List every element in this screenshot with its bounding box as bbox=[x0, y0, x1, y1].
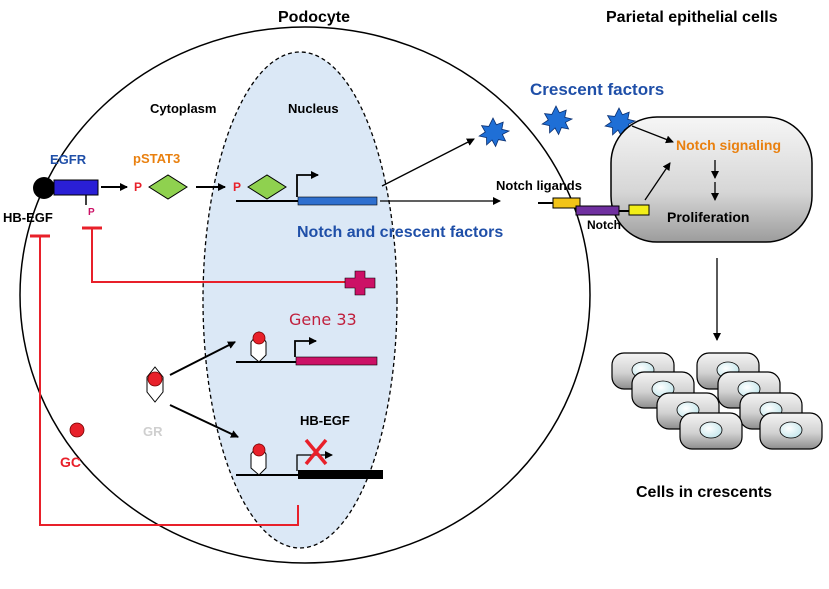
pstat3-label: pSTAT3 bbox=[133, 151, 180, 166]
cells-in-crescents-label: Cells in crescents bbox=[636, 484, 772, 501]
egfr-receptor-bar bbox=[53, 179, 99, 196]
gc-bound-gene33-icon bbox=[252, 331, 266, 345]
gc-on-gr-icon bbox=[147, 371, 163, 387]
red-x-icon bbox=[304, 438, 328, 466]
nucleus-label: Nucleus bbox=[288, 101, 339, 116]
crescent-factors-label: Crescent factors bbox=[530, 80, 664, 99]
parietal-epithelial-cell bbox=[610, 116, 813, 243]
proliferation-label: Proliferation bbox=[667, 209, 749, 225]
magenta-plus-icon bbox=[344, 270, 376, 296]
arrow-notch-to-signaling bbox=[644, 162, 671, 201]
arrow-factor-to-notch-signaling bbox=[631, 125, 674, 144]
gene33-bar bbox=[295, 356, 378, 366]
gr-label: GR bbox=[143, 424, 163, 439]
cytoplasm-label: Cytoplasm bbox=[150, 101, 216, 116]
egfr-label: EGFR bbox=[50, 152, 87, 167]
notch-label: Notch bbox=[587, 218, 621, 232]
receptor-phospho-label: P bbox=[88, 207, 95, 218]
gc-label: GC bbox=[60, 454, 81, 470]
notch-crescent-factors-label: Notch and crescent factors bbox=[297, 224, 503, 241]
starburst-icon-1 bbox=[478, 117, 511, 148]
starburst-icon-2 bbox=[541, 105, 574, 136]
crescent-cell-7 bbox=[679, 412, 743, 450]
inhibition-line-plus bbox=[91, 229, 354, 283]
notch-receptor-head bbox=[628, 204, 650, 216]
gc-bound-hbegf-icon bbox=[252, 443, 266, 457]
gene33-start-arrow bbox=[294, 337, 317, 357]
notch-gene-bar bbox=[297, 196, 378, 206]
nucleus-region bbox=[202, 51, 398, 549]
notch-receptor-bar bbox=[575, 205, 620, 216]
stat3-diamond-icon bbox=[148, 174, 188, 200]
parietal-cells-label: Parietal epithelial cells bbox=[606, 9, 778, 26]
hbegf-gene-bar bbox=[298, 470, 383, 479]
nuclear-stat3-diamond-icon bbox=[247, 174, 287, 200]
notch-ligands-label: Notch ligands bbox=[496, 178, 582, 193]
notch-signaling-label: Notch signaling bbox=[676, 137, 781, 153]
arrow-gr-to-gene33 bbox=[169, 341, 236, 376]
gene33-label: Gene 33 bbox=[289, 310, 357, 329]
crescent-cell-8 bbox=[759, 412, 823, 450]
arrow-to-crescent-factor bbox=[381, 138, 475, 187]
notch-ligand-bar bbox=[552, 197, 581, 209]
nuclear-stat3-phospho-label: P bbox=[233, 180, 241, 194]
hb-egf-gene-label: HB-EGF bbox=[300, 413, 350, 428]
hb-egf-left-label: HB-EGF bbox=[3, 210, 53, 225]
stat3-phospho-label: P bbox=[134, 180, 142, 194]
transcription-start-arrow bbox=[296, 171, 319, 197]
glucocorticoid-icon bbox=[69, 422, 85, 438]
hb-egf-ligand-icon bbox=[33, 177, 55, 199]
podocyte-label: Podocyte bbox=[278, 9, 350, 26]
arrow-gr-to-hbegf bbox=[169, 404, 239, 438]
inhibition-line-hbegf bbox=[39, 236, 299, 526]
